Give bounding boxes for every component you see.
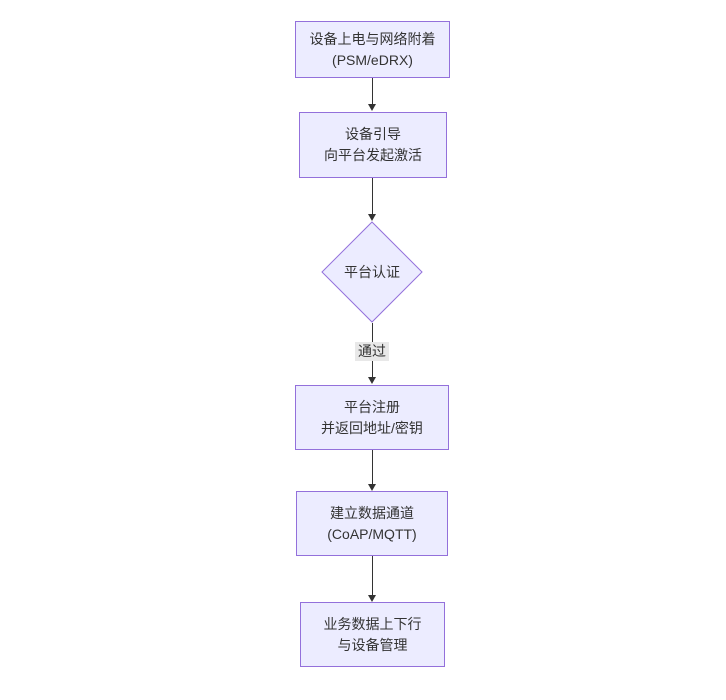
node-text-line: 设备引导 [345,126,401,142]
node-data-channel: 建立数据通道 (CoAP/MQTT) [296,491,448,556]
node-text-line: 建立数据通道 [330,504,414,521]
edge-register-to-channel [368,450,376,491]
decision-platform-auth: 平台认证 [321,221,423,323]
node-text-line: 设备上电与网络附着 [309,30,436,47]
arrowhead-down-icon [368,377,376,384]
arrowhead-down-icon [368,214,376,221]
edge-bootstrap-to-auth [368,178,376,221]
arrowhead-down-icon [368,595,376,602]
edge-line [371,450,373,484]
edge-line [371,178,373,214]
node-text-line: 平台注册 [344,398,400,415]
decision-label: 平台认证 [344,263,400,280]
node-platform-register: 平台注册 并返回地址/密钥 [295,385,449,450]
edge-line [371,78,373,104]
arrowhead-down-icon [368,104,376,111]
node-device-power-attach: 设备上电与网络附着 (PSM/eDRX) [295,21,450,78]
node-business-data: 业务数据上下行 与设备管理 [300,602,445,667]
node-text-line: 向平台发起激活 [324,147,422,163]
edge-power-to-bootstrap [368,78,376,111]
diamond-shape [321,221,423,323]
node-device-bootstrap: 设备引导 向平台发起激活 [299,112,447,178]
node-text-line: 与设备管理 [337,636,408,653]
edge-channel-to-business [368,556,376,602]
node-text-line: (CoAP/MQTT) [327,525,417,542]
edge-line [371,556,373,595]
arrowhead-down-icon [368,484,376,491]
node-text-line: 并返回地址/密钥 [321,419,423,436]
node-text-line: 业务数据上下行 [323,615,422,632]
edge-label-pass: 通过 [355,342,389,361]
node-text-line: (PSM/eDRX) [332,51,413,68]
